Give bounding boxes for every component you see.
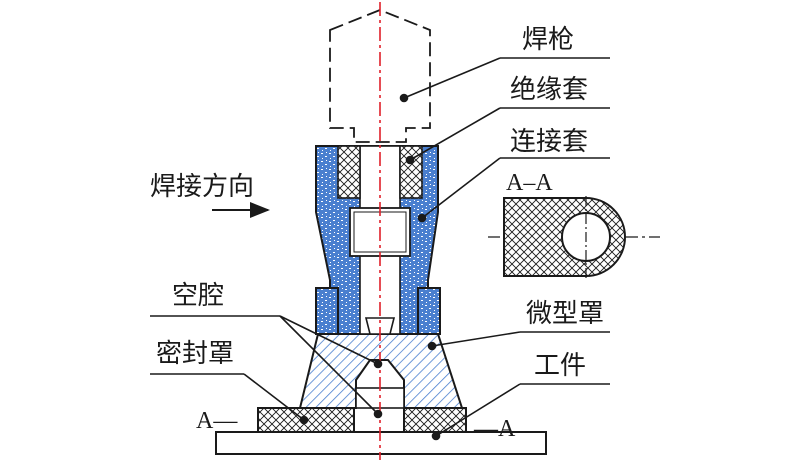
leader-cavity-2 xyxy=(279,315,379,415)
label-welding-direction: 焊接方向 xyxy=(150,172,254,202)
label-welding-torch: 焊枪 xyxy=(522,25,574,55)
leader-connecting xyxy=(421,157,501,219)
label-section-mark-left: A— xyxy=(196,408,238,434)
leader-cavity-dot-1 xyxy=(373,359,383,369)
section-view-a-a xyxy=(488,196,660,278)
leader-workpiece xyxy=(435,383,521,437)
leader-cavity-dot-2 xyxy=(373,409,383,419)
leader-torch-dot xyxy=(399,93,409,103)
insulating-sleeve-right xyxy=(399,145,423,199)
leader-connecting-dot xyxy=(417,213,427,223)
label-cavity: 空腔 xyxy=(172,281,224,311)
label-sealing-shield: 密封罩 xyxy=(156,339,234,369)
leader-micro-shield-dot xyxy=(427,341,437,351)
leader-micro-shield xyxy=(431,331,521,347)
lower-collar-left xyxy=(315,287,339,335)
leader-sealing-dot xyxy=(299,415,309,425)
leader-workpiece-dot xyxy=(431,431,441,441)
label-workpiece: 工件 xyxy=(534,351,586,381)
welding-torch-outline xyxy=(329,9,431,143)
leader-cavity-1 xyxy=(279,315,379,365)
leader-sealing xyxy=(243,373,305,421)
label-connecting-sleeve: 连接套 xyxy=(510,127,588,157)
lower-collar-right xyxy=(417,287,441,335)
label-section-title: A–A xyxy=(506,170,553,196)
leader-insulating xyxy=(409,107,501,161)
micro-shield-body xyxy=(298,333,464,409)
label-micro-shield: 微型罩 xyxy=(526,299,604,329)
electrode-tip xyxy=(364,317,396,335)
label-insulating-sleeve: 绝缘套 xyxy=(510,75,588,105)
workpiece-plate xyxy=(215,431,547,455)
leader-insulating-dot xyxy=(405,155,415,165)
insulating-sleeve-left xyxy=(337,145,361,199)
sealing-shield-right xyxy=(403,407,467,433)
leader-torch xyxy=(403,57,501,99)
label-section-mark-right: —A xyxy=(473,416,516,442)
